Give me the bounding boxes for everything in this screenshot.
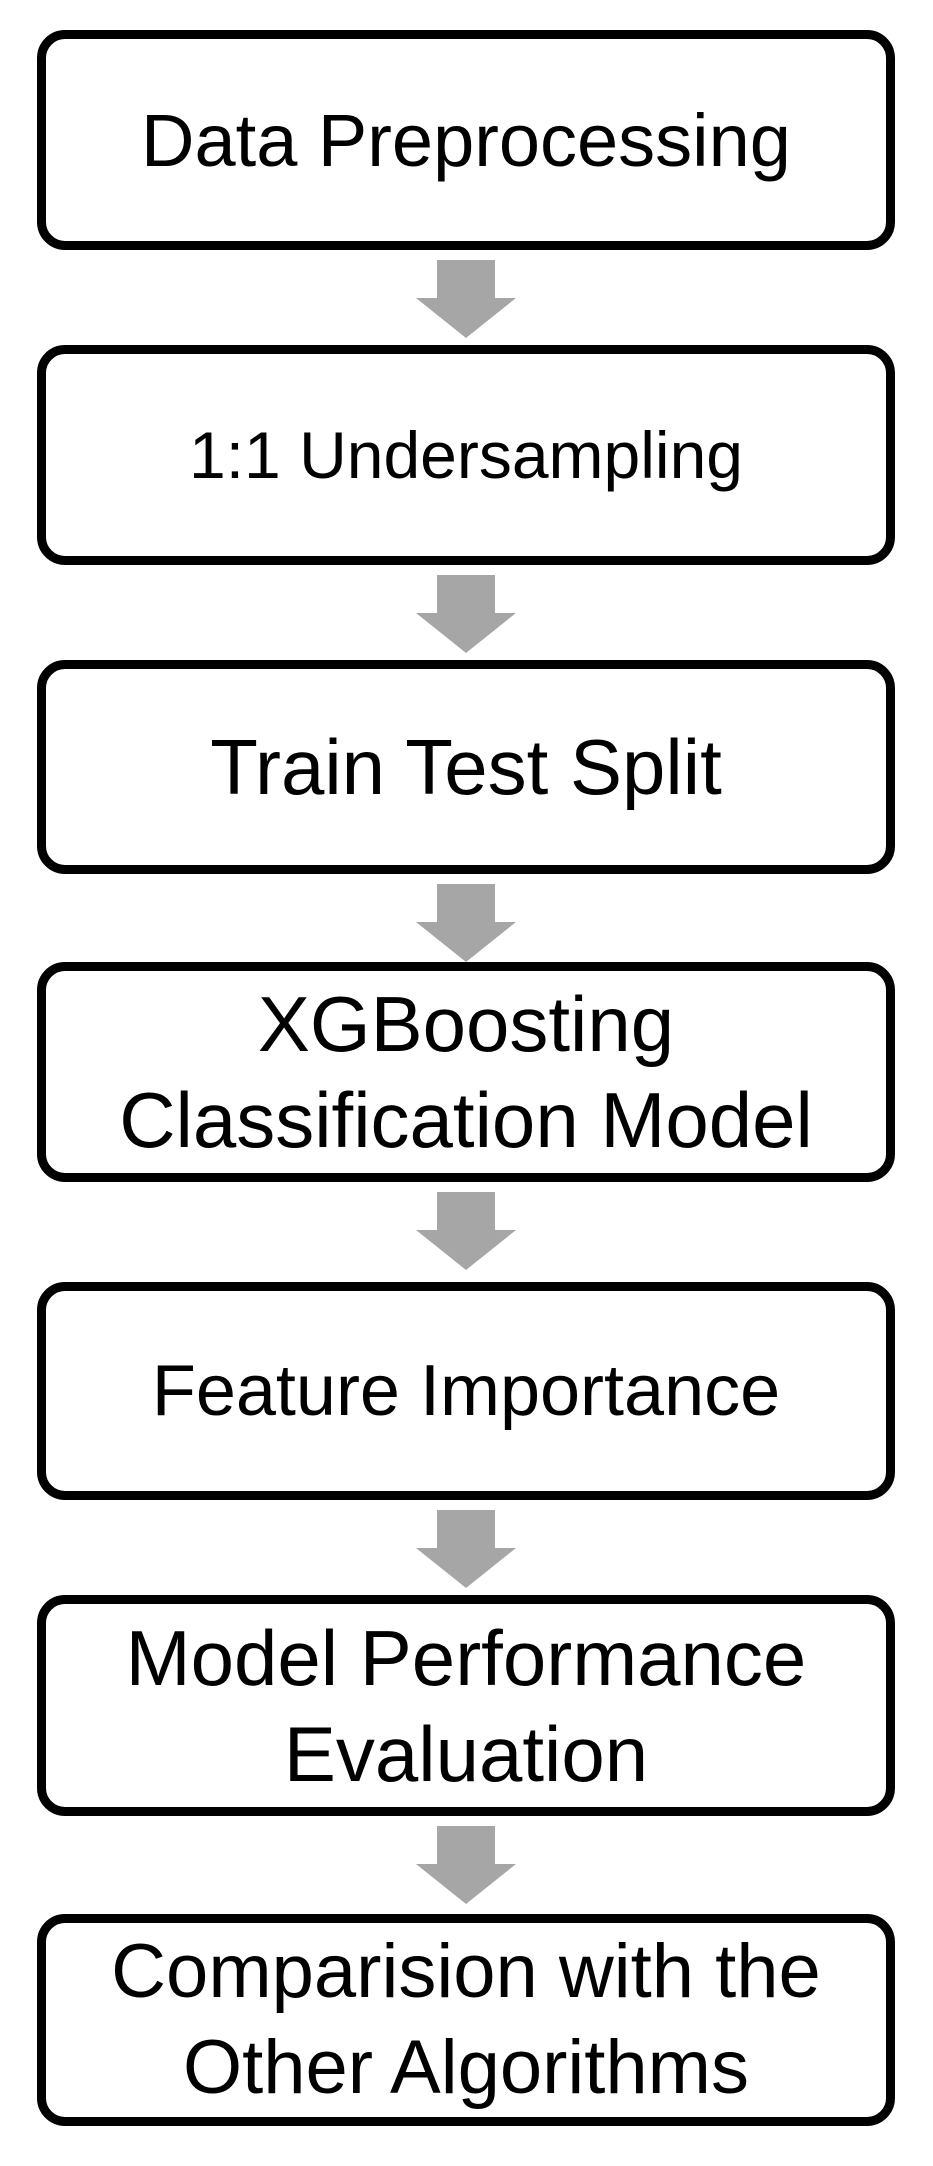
down-arrow-shape [416, 575, 516, 653]
flow-step-model-performance-evaluation: Model Performance Evaluation [37, 1595, 895, 1816]
down-arrow-shape [416, 1826, 516, 1904]
down-arrow-shape [416, 884, 516, 962]
step-label-line: Evaluation [283, 1709, 649, 1798]
flow-step-feature-importance: Feature Importance [37, 1282, 895, 1500]
step-label: Train Test Split [210, 722, 722, 811]
flow-step-comparison-with-other-algorithms: Comparision with the Other Algorithms [37, 1914, 895, 2126]
flow-step-train-test-split: Train Test Split [37, 660, 895, 874]
flow-step-undersampling: 1:1 Undersampling [37, 345, 895, 565]
down-arrow-icon [416, 884, 516, 962]
step-label-line: Other Algorithms [183, 2025, 749, 2110]
step-label: Feature Importance [151, 1351, 781, 1431]
step-label-line: Model Performance [125, 1613, 807, 1702]
down-arrow-icon [416, 260, 516, 338]
step-label: 1:1 Undersampling [189, 418, 743, 492]
down-arrow-shape [416, 260, 516, 338]
step-label-line: XGBoosting [257, 980, 675, 1068]
down-arrow-icon [416, 1826, 516, 1904]
flow-step-xgboosting-classification-model: XGBoosting Classification Model [37, 962, 895, 1182]
step-label-line: Classification Model [119, 1076, 813, 1164]
down-arrow-shape [416, 1510, 516, 1588]
flow-step-data-preprocessing: Data Preprocessing [37, 30, 895, 250]
down-arrow-shape [416, 1192, 516, 1270]
step-label-line: Comparision with the [111, 1929, 821, 2014]
step-label: Data Preprocessing [141, 98, 791, 182]
down-arrow-icon [416, 1510, 516, 1588]
down-arrow-icon [416, 1192, 516, 1270]
down-arrow-icon [416, 575, 516, 653]
